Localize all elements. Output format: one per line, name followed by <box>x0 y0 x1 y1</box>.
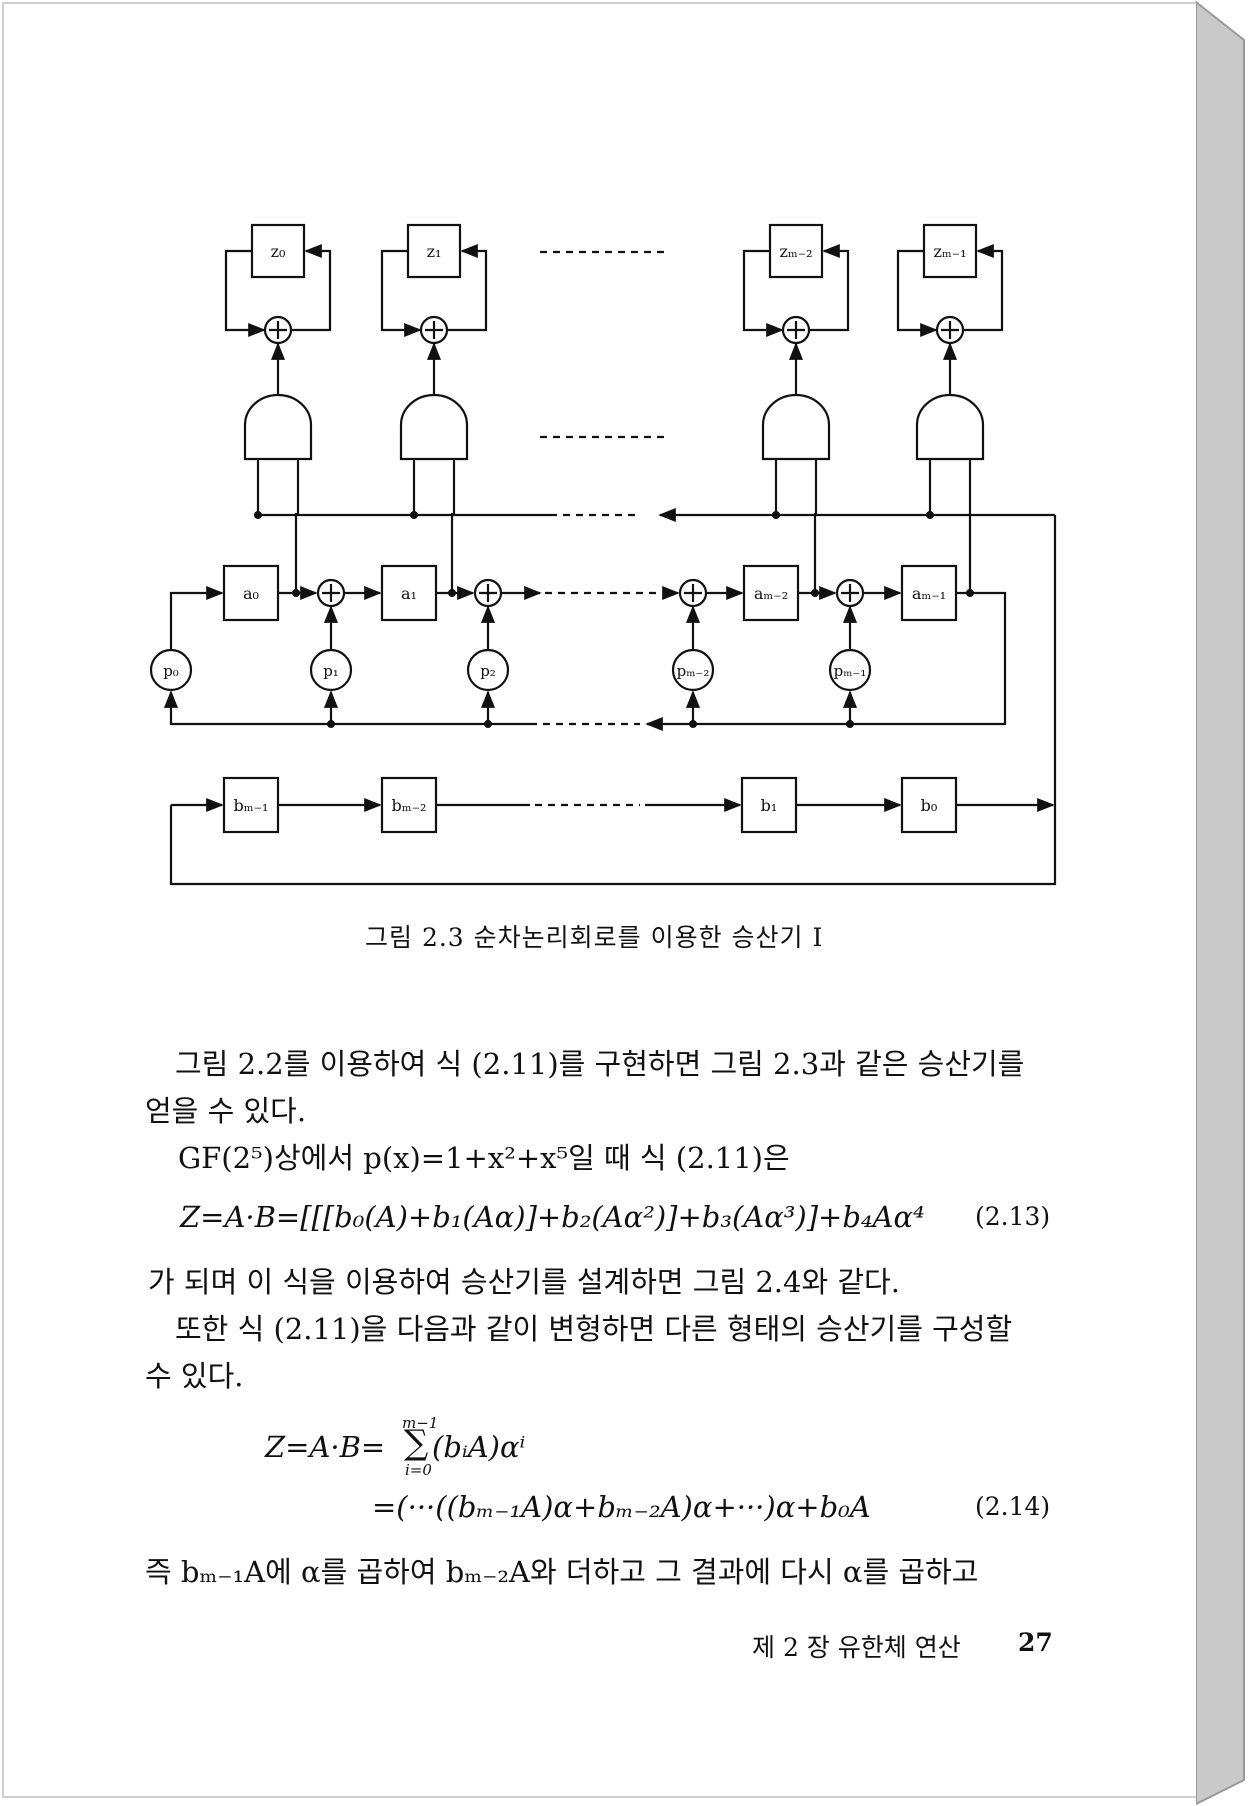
junction-dot <box>966 589 974 597</box>
equation-2-13: Z=A·B=[[[b₀(A)+b₁(Aα)]+b₂(Aα²)]+b₃(Aα³)]… <box>180 1200 925 1234</box>
page-number: 27 <box>1018 1628 1053 1657</box>
and-gate-3 <box>915 393 985 461</box>
b-register-1-label: bₘ₋₂ <box>392 796 427 815</box>
a-register-3 <box>900 564 958 622</box>
z-register-0-label: z₀ <box>271 242 286 261</box>
z-register-3 <box>922 223 978 279</box>
paragraph-1-line-1: 그림 2.2를 이용하여 식 (2.11)를 구현하면 그림 2.3과 같은 승… <box>175 1047 1025 1081</box>
equation-2-13-number: (2.13) <box>975 1202 1051 1231</box>
b-register-2-label: b₁ <box>761 796 778 815</box>
junction-dot <box>254 511 262 519</box>
b-register-3-label: b₀ <box>921 796 938 815</box>
paragraph-3-line-1: 또한 식 (2.11)을 다음과 같이 변형하면 다른 형태의 승산기를 구성할 <box>175 1312 1013 1346</box>
and-gate-1 <box>399 393 469 461</box>
p-coefficient-2 <box>466 648 510 692</box>
b-register-2 <box>740 776 798 834</box>
z-feedback-out <box>448 243 488 332</box>
a-register-2-label: aₘ₋₂ <box>754 584 788 603</box>
p-coefficient-0 <box>149 648 193 692</box>
z-register-2-label: zₘ₋₂ <box>779 242 812 261</box>
p-coefficient-1-label: p₁ <box>323 662 339 680</box>
p-coefficient-1 <box>309 648 353 692</box>
b-register-0 <box>222 776 280 834</box>
b-register-0-label: bₘ₋₁ <box>234 796 269 815</box>
b-shift-loop <box>169 805 1057 886</box>
b-register-1 <box>380 776 438 834</box>
p-coefficient-2-label: p₂ <box>480 662 496 680</box>
paragraph-2: 가 되며 이 식을 이용하여 승산기를 설계하면 그림 2.4와 같다. <box>148 1265 900 1299</box>
z-feedback-out <box>292 243 332 332</box>
chapter-footer: 제 2 장 유한체 연산 <box>752 1633 961 1662</box>
page-edge-shadow <box>1196 0 1245 1806</box>
feedback-to-p0 <box>163 690 530 726</box>
p-coefficient-0-label: p₀ <box>163 662 179 680</box>
z-register-3-label: zₘ₋₁ <box>933 242 966 261</box>
a-register-0-label: a₀ <box>243 584 259 603</box>
and-gate-0 <box>243 393 313 461</box>
a-register-2 <box>742 564 800 622</box>
junction-dot <box>811 589 819 597</box>
multiplier-circuit-diagram: z₀ z₁ zₘ₋₂ zₘ₋₁ a₀ a₁ aₘ₋₂ aₘ₋₁ p₀ p₁ p₂ pₘ₋₂ pₘ₋₁ bₘ… <box>149 223 1057 886</box>
paragraph-4: 즉 bₘ₋₁A에 α를 곱하여 bₘ₋₂A와 더하고 그 결과에 다시 α를 곱… <box>145 1555 979 1589</box>
equation-2-14-sum-body: (bᵢA)αⁱ <box>432 1430 526 1464</box>
z-register-1-label: z₁ <box>427 242 442 261</box>
z-feedback-in <box>742 249 784 338</box>
p-coefficient-3-label: pₘ₋₂ <box>677 662 710 680</box>
equation-2-14-lhs: Z=A·B= <box>265 1430 386 1464</box>
figure-caption: 그림 2.3 순차논리회로를 이용한 승산기 I <box>365 923 824 952</box>
equation-2-14-expansion: =(···((bₘ₋₁A)α+bₘ₋₂A)α+···)α+b₀A <box>372 1490 871 1524</box>
junction-dot <box>689 720 697 728</box>
z-register-2 <box>768 223 824 279</box>
p-coefficient-4-label: pₘ₋₁ <box>834 662 867 680</box>
junction-dot <box>772 511 780 519</box>
z-feedback-in <box>380 249 422 338</box>
p0-to-a0 <box>169 585 224 670</box>
p-coefficient-4 <box>828 648 872 692</box>
junction-dot <box>926 511 934 519</box>
p-coefficient-3 <box>671 648 715 692</box>
a-register-3-label: aₘ₋₁ <box>912 584 946 603</box>
z-register-0 <box>250 223 306 279</box>
junction-dot <box>410 511 418 519</box>
junction-dot <box>448 589 456 597</box>
am1-feedback <box>645 591 1007 732</box>
paragraph-1-line-2: 얻을 수 있다. <box>145 1094 307 1128</box>
z-feedback-in <box>224 249 266 338</box>
z-feedback-out <box>810 243 850 332</box>
paragraph-3-line-2: 수 있다. <box>145 1359 244 1393</box>
equation-2-14-sum-upper: m−1 <box>402 1414 439 1432</box>
junction-dot <box>484 720 492 728</box>
a-register-0 <box>222 564 280 622</box>
summation-symbol: ∑ <box>404 1423 429 1463</box>
b-register-3 <box>900 776 958 834</box>
a-register-1 <box>380 564 438 622</box>
and-gate-2 <box>761 393 831 461</box>
z-register-1 <box>406 223 462 279</box>
page-sheet <box>2 2 1198 1798</box>
junction-dot <box>292 589 300 597</box>
equation-2-14-sum-lower: i=0 <box>405 1461 432 1479</box>
junction-dot <box>327 720 335 728</box>
equation-2-14-number: (2.14) <box>975 1492 1051 1521</box>
z-feedback-in <box>896 249 938 338</box>
gf-condition-line: GF(2⁵)상에서 p(x)=1+x²+x⁵일 때 식 (2.11)은 <box>178 1141 790 1175</box>
z-feedback-out <box>964 243 1004 332</box>
junction-dot <box>846 720 854 728</box>
a-register-1-label: a₁ <box>401 584 417 603</box>
